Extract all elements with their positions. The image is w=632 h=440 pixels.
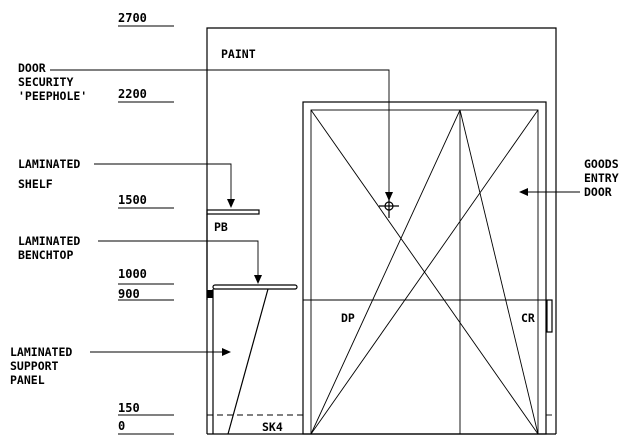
label-goods-entry: GOODS ENTRY DOOR bbox=[519, 157, 619, 199]
support-panel-edge bbox=[227, 288, 269, 435]
laminated-support-line-1: LAMINATED bbox=[10, 345, 72, 359]
joinery: PB bbox=[206, 209, 298, 435]
goods-entry-door: DP CR bbox=[302, 101, 553, 435]
cr-label: CR bbox=[521, 311, 535, 325]
label-laminated-benchtop: LAMINATED BENCHTOP bbox=[18, 234, 262, 284]
level-150: 150 bbox=[118, 401, 140, 415]
laminated-shelf-line-2: SHELF bbox=[18, 177, 53, 191]
laminated-shelf-line-1: LAMINATED bbox=[18, 157, 80, 171]
goods-entry-line-2: ENTRY bbox=[584, 171, 619, 185]
laminated-support-line-3: PANEL bbox=[10, 373, 45, 387]
pb-label: PB bbox=[214, 220, 228, 234]
door-swing-line-2 bbox=[310, 109, 539, 435]
door-security-line-2: SECURITY bbox=[18, 75, 73, 89]
peephole bbox=[379, 196, 399, 218]
bench-bracket bbox=[207, 290, 213, 298]
goods-entry-line-3: DOOR bbox=[584, 185, 612, 199]
benchtop-arrowhead bbox=[254, 275, 262, 284]
laminated-benchtop bbox=[212, 284, 298, 290]
level-markers: 2700 2200 1500 1000 900 150 0 bbox=[118, 11, 174, 435]
door-swing-line-4 bbox=[459, 109, 539, 435]
dp-label: DP bbox=[341, 311, 355, 325]
door-frame-inner bbox=[310, 109, 539, 435]
door-security-line-1: DOOR bbox=[18, 61, 46, 75]
label-laminated-support: LAMINATED SUPPORT PANEL bbox=[10, 345, 231, 387]
label-door-security: DOOR SECURITY 'PEEPHOLE' bbox=[18, 61, 393, 201]
level-1500: 1500 bbox=[118, 193, 147, 207]
laminated-support-line-2: SUPPORT bbox=[10, 359, 59, 373]
door-swing-line-3 bbox=[310, 109, 461, 435]
door-frame-outer bbox=[302, 101, 547, 435]
laminated-benchtop-line-1: LAMINATED bbox=[18, 234, 80, 248]
door-handle bbox=[546, 299, 553, 333]
shelf-leader bbox=[94, 163, 232, 207]
level-0: 0 bbox=[118, 419, 125, 433]
laminated-benchtop-line-2: BENCHTOP bbox=[18, 248, 73, 262]
goods-entry-line-1: GOODS bbox=[584, 157, 619, 171]
label-laminated-shelf: LAMINATED SHELF bbox=[18, 157, 235, 208]
goods-entry-arrowhead bbox=[519, 188, 528, 196]
wall-elevation: PAINT bbox=[206, 27, 557, 435]
door-security-line-3: 'PEEPHOLE' bbox=[18, 89, 87, 103]
shelf-arrowhead bbox=[227, 199, 235, 208]
peephole-arrowhead bbox=[385, 192, 393, 201]
level-2700: 2700 bbox=[118, 11, 147, 25]
laminated-shelf bbox=[206, 209, 260, 215]
level-2200: 2200 bbox=[118, 87, 147, 101]
benchtop-leader bbox=[98, 240, 259, 283]
peephole-leader bbox=[50, 69, 390, 200]
wall-outline bbox=[206, 27, 557, 434]
paint-label: PAINT bbox=[221, 47, 256, 61]
sk4-label: SK4 bbox=[262, 420, 283, 434]
support-arrowhead bbox=[222, 348, 231, 356]
level-900: 900 bbox=[118, 287, 140, 301]
level-1000: 1000 bbox=[118, 267, 147, 281]
